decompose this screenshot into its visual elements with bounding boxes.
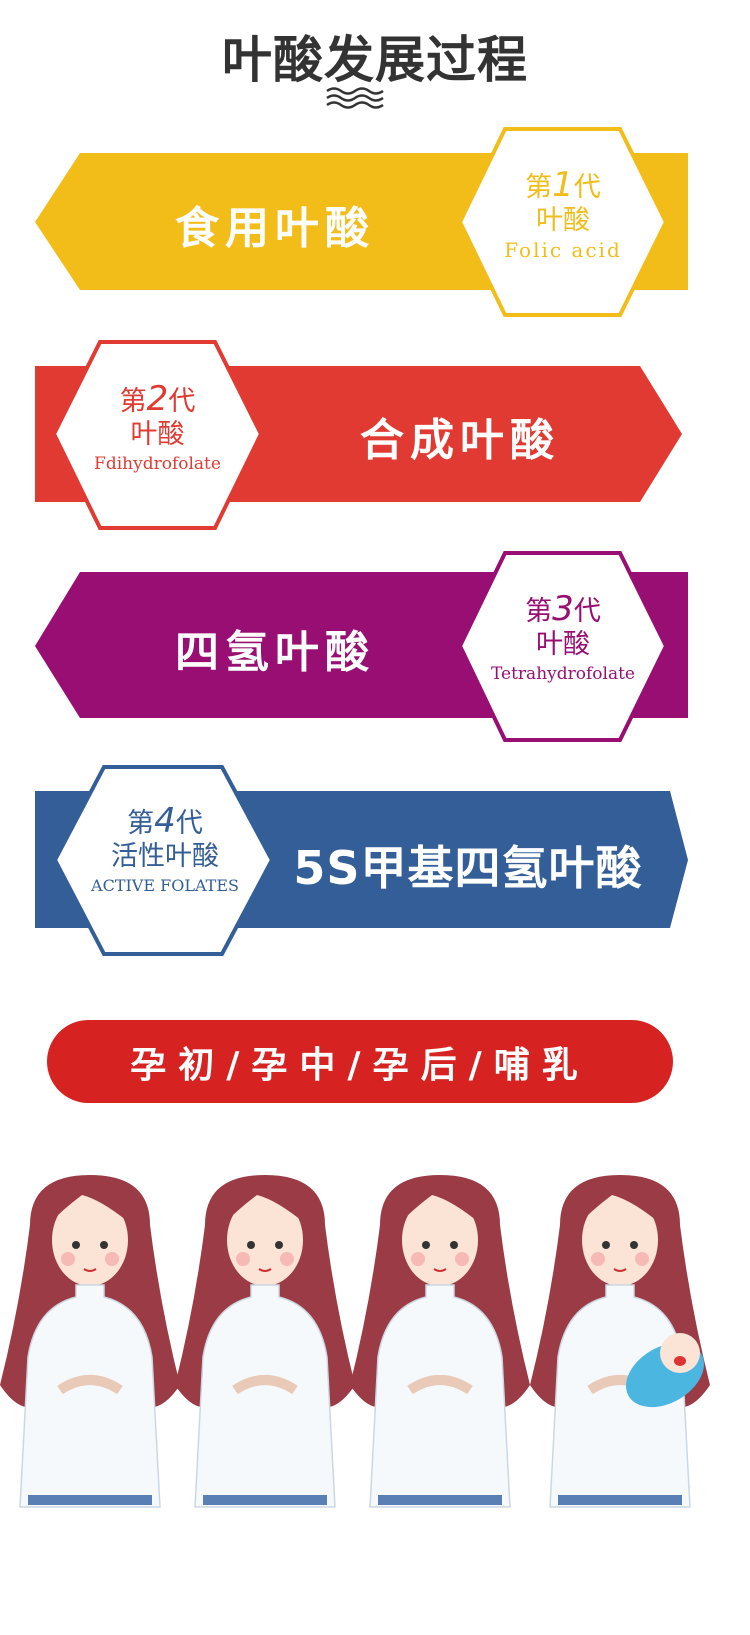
generation-3-name: 四氢叶酸 [175,627,375,678]
generation-4-hexagon: 第4代 活性叶酸 ACTIVE FOLATES [70,804,260,899]
generation-1-hexagon: 第1代 叶酸 Folic acid [470,168,656,263]
gen-label-en: Tetrahydrofolate [491,664,635,684]
gen-number: 4 [154,801,176,841]
arrow-right-shape [35,340,682,530]
wave-divider-icon [326,87,384,109]
gen-number: 2 [146,379,169,419]
pregnant-women-illustration [0,1165,750,1515]
generation-4-banner: 5S甲基四氢叶酸 第4代 活性叶酸 ACTIVE FOLATES [0,760,750,960]
generation-2-banner: 合成叶酸 第2代 叶酸 Fdihydrofolate [0,334,750,534]
generation-1-name: 食用叶酸 [175,203,375,254]
woman-figure-3 [350,1175,530,1507]
gen-label-cn: 叶酸 [130,419,185,450]
arrow-left-shape [35,127,688,317]
baby-icon [626,1333,704,1408]
page-title: 叶酸发展过程 [222,31,528,89]
woman-figure-1 [0,1175,180,1507]
gen-suffix: 代 [573,596,601,627]
gen-number: 3 [552,589,574,629]
gen-suffix: 代 [168,386,196,417]
generation-3-hexagon: 第3代 叶酸 Tetrahydrofolate [470,592,656,687]
arrow-left-shape [35,551,688,742]
gen-label-en: Fdihydrofolate [94,454,221,474]
woman-figure-2 [175,1175,355,1507]
gen-label-cn: 叶酸 [536,205,590,236]
gen-label-en: Folic acid [504,238,622,262]
woman-figure-4 [530,1175,715,1507]
generation-2-name: 合成叶酸 [360,415,560,466]
generation-3-banner: 四氢叶酸 第3代 叶酸 Tetrahydrofolate [0,546,750,746]
gen-number: 1 [552,165,574,205]
generation-4-name: 5S甲基四氢叶酸 [293,841,643,895]
gen-suffix: 代 [573,172,601,203]
gen-prefix: 第 [525,596,553,627]
gen-prefix: 第 [525,172,553,203]
gen-prefix: 第 [119,386,147,417]
stages-pill: 孕初/孕中/孕后/哺乳 [47,1020,673,1103]
gen-suffix: 代 [175,808,203,839]
gen-label-cn: 活性叶酸 [111,841,219,872]
arrow-right-shape [35,765,688,956]
gen-label-cn: 叶酸 [536,629,590,660]
gen-prefix: 第 [127,808,155,839]
generation-2-hexagon: 第2代 叶酸 Fdihydrofolate [64,382,251,477]
generation-1-banner: 食用叶酸 第1代 叶酸 Folic acid [0,120,750,320]
gen-label-en: ACTIVE FOLATES [91,876,239,895]
